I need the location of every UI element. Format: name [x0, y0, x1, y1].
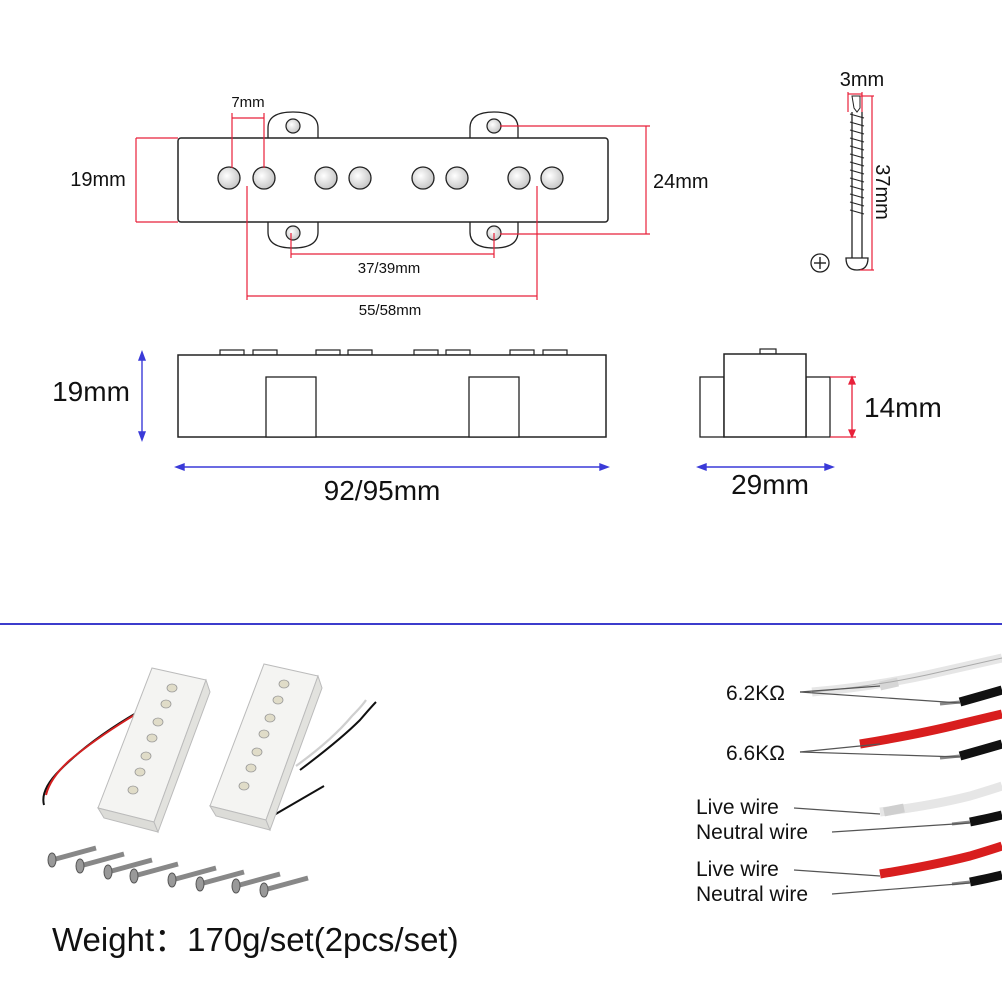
wire-pair-1 [811, 653, 1002, 707]
mounting-ear-top-right [469, 111, 519, 138]
pickup-body-top [177, 137, 609, 223]
label-neutral-wire-1: Neutral wire [696, 821, 808, 844]
label-resistance-1: 6.2KΩ [726, 682, 785, 705]
mount-tab-side-left [265, 376, 317, 438]
pole-piece [314, 166, 338, 190]
label-screw-diameter: 3mm [840, 69, 884, 91]
end-ear-left [699, 376, 725, 438]
label-screw-spacing: 37/39mm [358, 260, 421, 277]
label-live-wire-1: Live wire [696, 796, 779, 819]
label-screw-length: 37mm [871, 164, 893, 220]
pole-piece [507, 166, 531, 190]
dim-end-height [830, 375, 856, 439]
screw-diagram: 3mm 37mm [810, 69, 893, 273]
mount-tab-side-right [468, 376, 520, 438]
weight-label: Weight：170g/set(2pcs/set) [52, 921, 459, 958]
dim-end-width [696, 462, 835, 472]
label-end-height: 14mm [864, 392, 942, 423]
label-outer-pole-span: 55/58mm [359, 302, 422, 319]
pickup-right-icon [208, 663, 323, 832]
label-end-width: 29mm [731, 469, 809, 500]
wiring-legend: 6.2KΩ 6.6KΩ Live wire Neutral wire Live … [696, 653, 1002, 906]
mounting-screws-icon [47, 845, 309, 898]
end-ear-right [805, 376, 831, 438]
end-view: 14mm 29mm [696, 348, 942, 500]
wire-pair-4 [879, 841, 1002, 887]
dim-pole-spacing [231, 113, 265, 168]
pickup-body-side [177, 354, 607, 438]
pickup-body-end [723, 353, 807, 438]
label-mount-height: 24mm [653, 171, 709, 193]
dim-width [135, 137, 178, 223]
label-live-wire-2: Live wire [696, 858, 779, 881]
top-view: 7mm 19mm 24mm 37/39mm 55/58mm [70, 94, 708, 319]
label-resistance-2: 6.6KΩ [726, 742, 785, 765]
pickup-left-icon [96, 667, 211, 834]
label-width: 19mm [70, 169, 126, 191]
side-view: 19mm 92/95mm [52, 349, 610, 506]
pole-piece [411, 166, 435, 190]
pole-pieces [217, 166, 564, 190]
dim-screw-spacing [290, 233, 495, 258]
label-pole-spacing: 7mm [231, 94, 264, 111]
dim-side-length [174, 462, 610, 472]
product-photo [42, 663, 377, 898]
screw-icon [845, 95, 869, 271]
pole-piece [540, 166, 564, 190]
label-neutral-wire-2: Neutral wire [696, 883, 808, 906]
pole-piece [348, 166, 372, 190]
dim-screw-length [860, 95, 874, 271]
dim-screw-diameter [847, 92, 863, 112]
mounting-ear-top-left [267, 111, 319, 138]
dim-mount-height [500, 125, 650, 235]
label-side-length: 92/95mm [324, 475, 441, 506]
wire-pair-2 [859, 709, 1002, 761]
label-side-height: 19mm [52, 376, 130, 407]
pole-piece [445, 166, 469, 190]
wire-pair-3 [879, 781, 1002, 827]
dim-side-height [137, 350, 147, 442]
pole-piece [252, 166, 276, 190]
dim-outer-pole-span [246, 186, 538, 300]
phillips-head-icon [810, 253, 830, 273]
pole-piece [217, 166, 241, 190]
mounting-ear-bottom-left [267, 222, 319, 249]
